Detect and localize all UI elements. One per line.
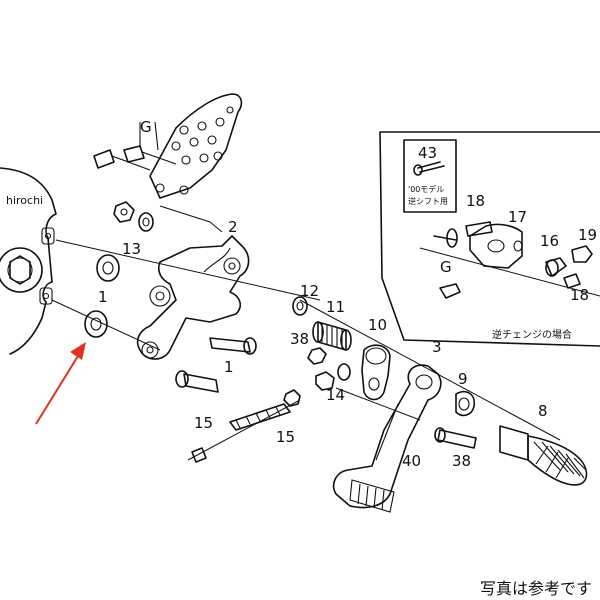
pointer-arrow: [35, 342, 86, 425]
inset-callout-g: G: [440, 258, 452, 276]
inset-callout-18-top: 18: [466, 192, 485, 210]
callout-38-left: 38: [290, 330, 309, 348]
assembly-axes: [51, 205, 561, 461]
callout-38-right: 38: [452, 452, 471, 470]
callout-g: G: [140, 118, 152, 136]
callout-10: 10: [368, 316, 387, 334]
callout-13: 13: [122, 240, 141, 258]
spacers: [84, 201, 257, 393]
inset-callout-43: 43: [418, 144, 437, 162]
callout-8: 8: [538, 402, 548, 420]
inset-caption: 逆チェンジの場合: [492, 328, 572, 341]
inset-callout-19: 19: [578, 226, 597, 244]
inset-callout-17: 17: [508, 208, 527, 226]
pointer-arrow-head: [70, 342, 86, 360]
inset-box-note-line1: '00モデル: [408, 184, 444, 194]
main-bracket: [136, 235, 250, 360]
heel-plate: [93, 93, 243, 199]
inset-callout-16: 16: [540, 232, 559, 250]
pointer-arrow-shaft: [35, 355, 79, 425]
callout-12: 12: [300, 282, 319, 300]
callout-1-upper: 1: [98, 288, 108, 306]
callout-11: 11: [326, 298, 345, 316]
pivot-parts: [191, 296, 477, 463]
callout-14: 14: [326, 386, 345, 404]
callout-9: 9: [458, 370, 468, 388]
callout-1-lower: 1: [224, 358, 234, 376]
callout-15-right: 15: [276, 428, 295, 446]
footpeg: [499, 425, 588, 486]
inset-callout-18-bottom: 18: [570, 286, 589, 304]
inset-panel: [379, 131, 600, 347]
callout-3: 3: [432, 338, 442, 356]
callout-labels: G 2 13 1 1 12 11 38 10 3 9 14 15 15 40 3…: [98, 118, 548, 470]
watermark-text: hirochi: [6, 194, 43, 207]
engine-case: [0, 167, 57, 355]
inset-box-note-line2: 逆シフト用: [408, 196, 448, 206]
callout-2: 2: [228, 218, 238, 236]
footer-note: 写真は参考です: [480, 579, 592, 598]
shift-arm: [332, 364, 442, 513]
inset-callout-labels: 43 18 17 16 19 G 18: [418, 144, 597, 304]
callout-40: 40: [402, 452, 421, 470]
callout-15-left: 15: [194, 414, 213, 432]
